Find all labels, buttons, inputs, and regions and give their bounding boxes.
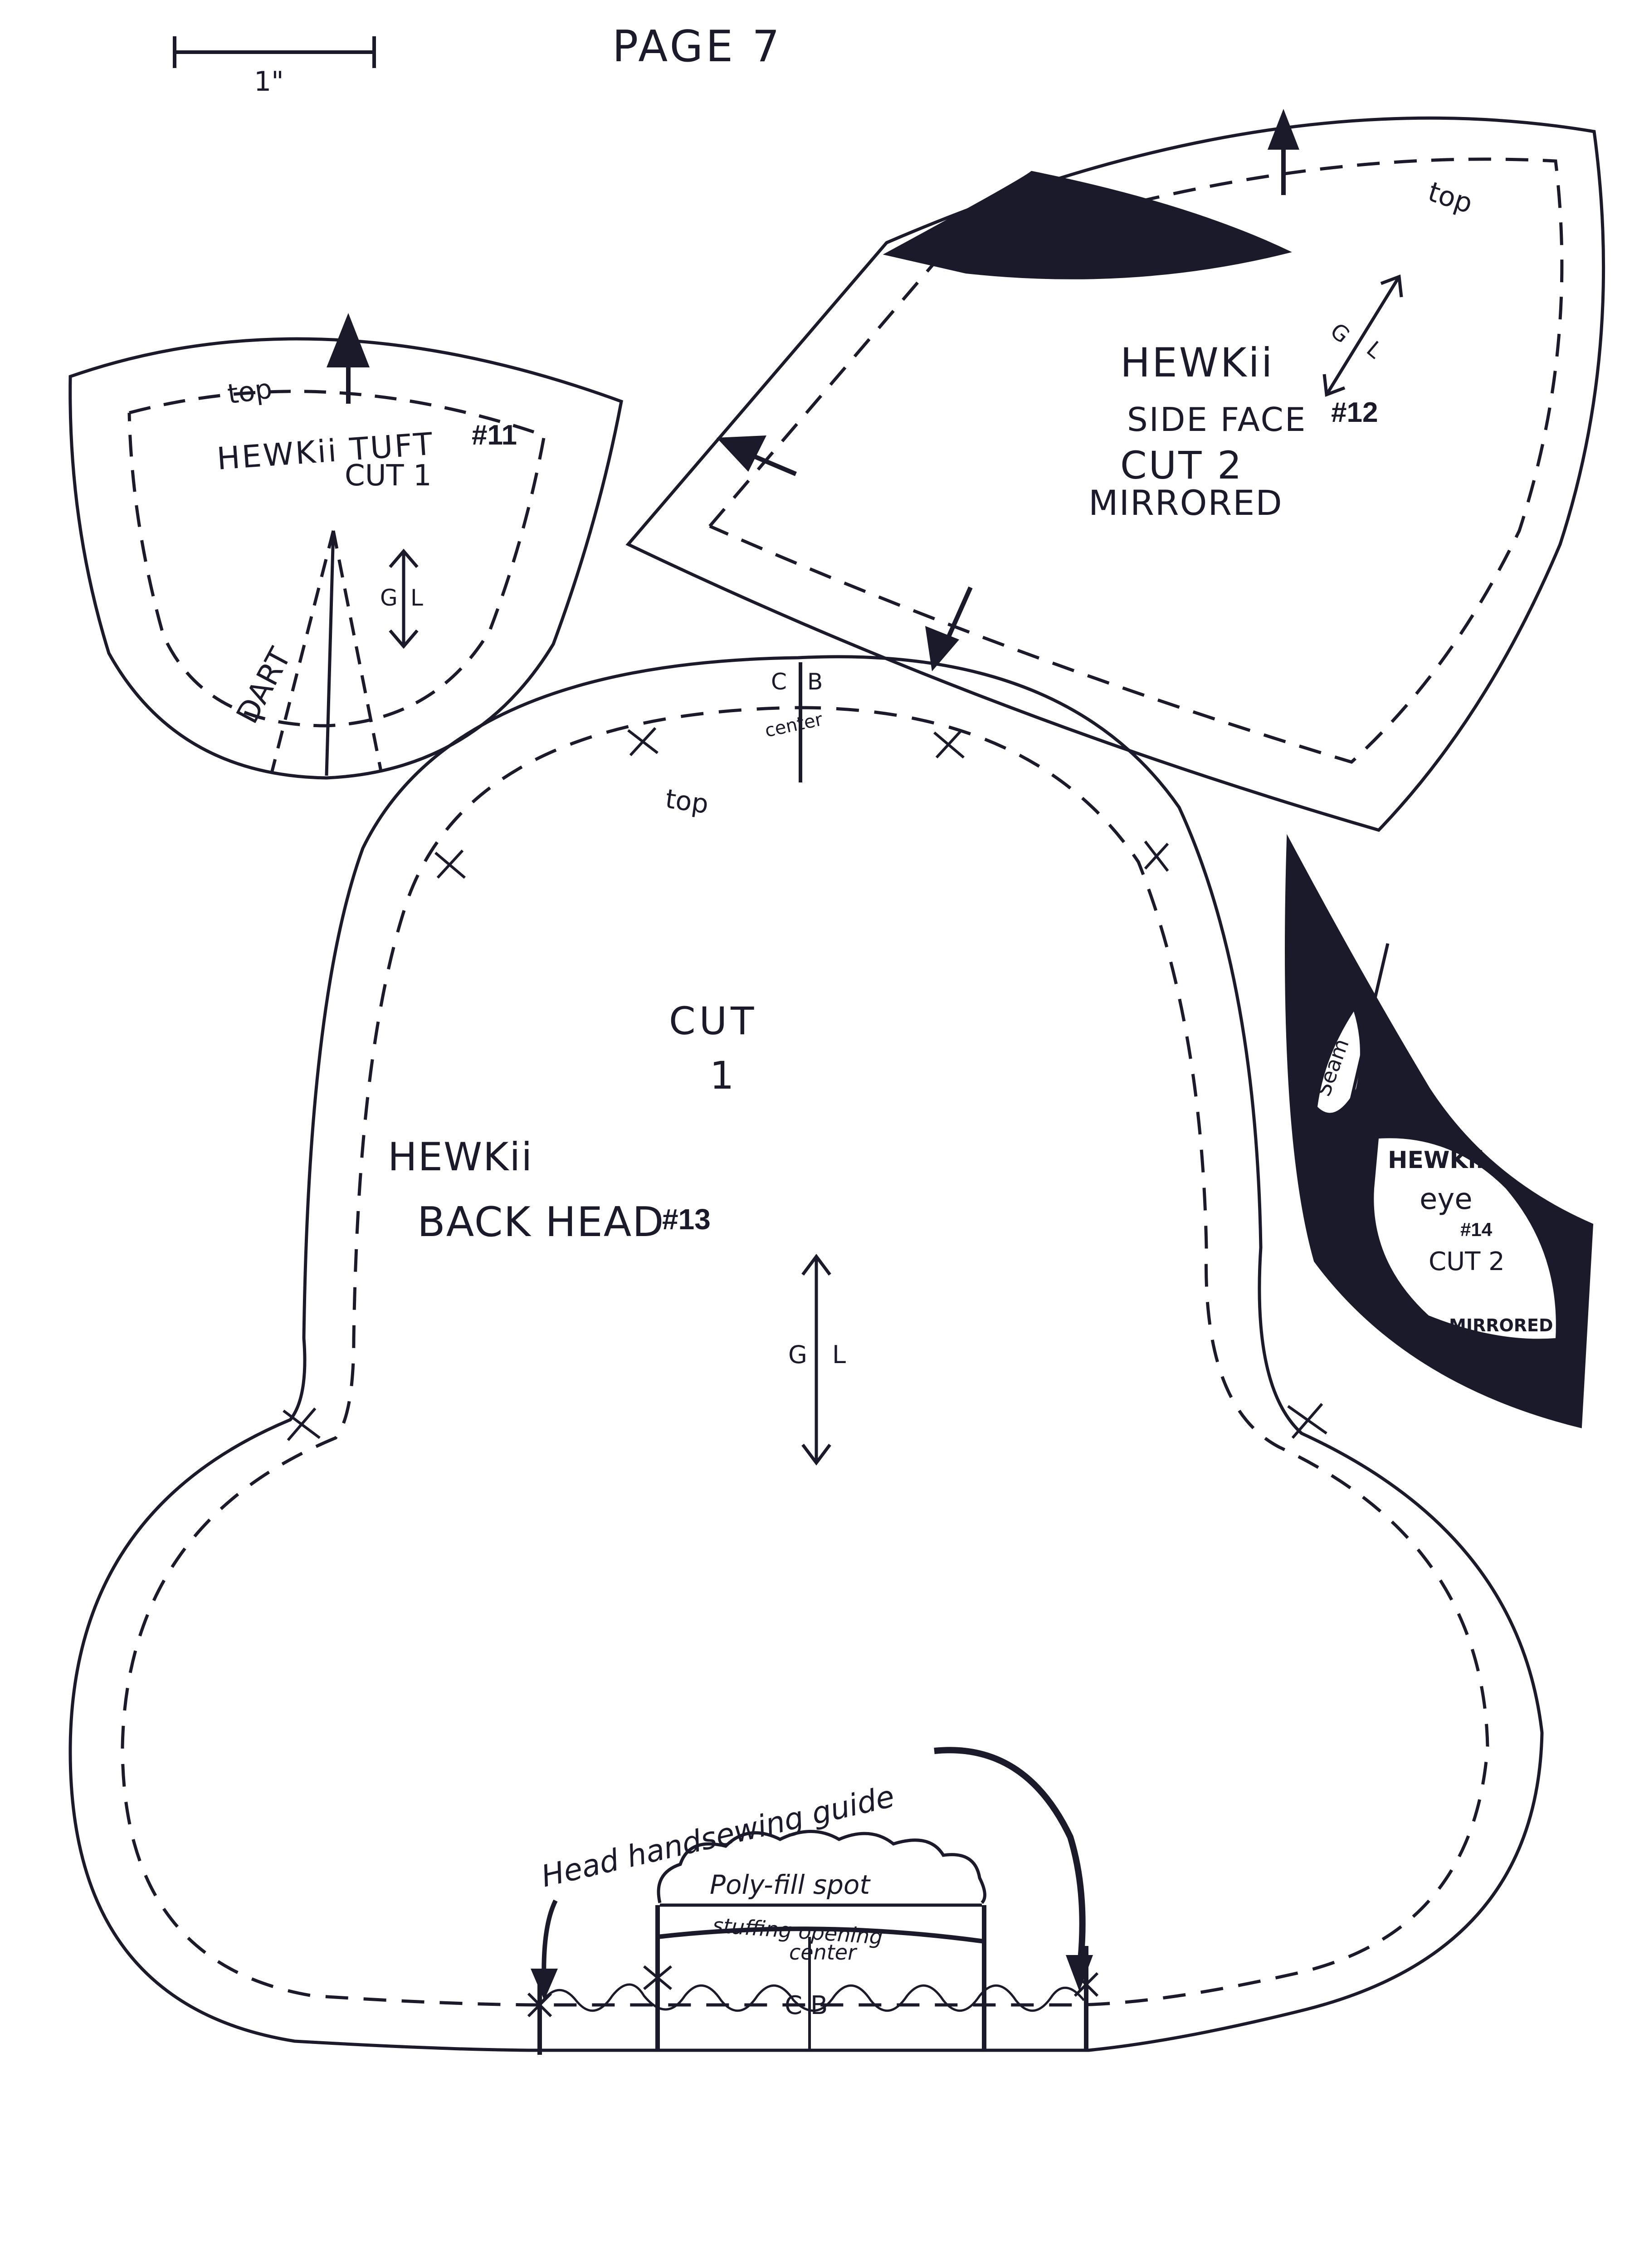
back-head-cb-c: C xyxy=(771,669,787,695)
eye-cut: CUT 2 xyxy=(1429,1247,1505,1276)
side-face-pattern-piece xyxy=(625,109,1605,832)
side-face-top-label: top xyxy=(1424,176,1476,220)
side-face-outline xyxy=(625,116,1605,832)
eye-mirrored: MIRRORED xyxy=(1449,1315,1553,1335)
tuft-dart xyxy=(270,530,383,776)
eye-number: #14 xyxy=(1460,1219,1493,1240)
guide-pointer-arrow-right xyxy=(934,1747,1086,1974)
eye-name: HEWKii xyxy=(1388,1147,1484,1174)
back-head-cb-b: B xyxy=(807,669,823,695)
tuft-grain-g: G xyxy=(380,585,398,611)
back-head-cut-count: 1 xyxy=(710,1053,734,1098)
page-label: PAGE 7 xyxy=(612,22,782,72)
scale-bar xyxy=(173,36,376,68)
stuffing-notch-marks xyxy=(527,1965,1099,2018)
back-head-subtitle: BACK HEAD xyxy=(417,1198,665,1246)
tuft-grain-l: L xyxy=(410,585,423,611)
tuft-grainline-arrow xyxy=(389,548,419,649)
side-face-cut: CUT 2 xyxy=(1120,443,1244,488)
back-head-center-label: center xyxy=(763,709,825,742)
tuft-seam-line xyxy=(127,390,546,728)
side-face-left-arrow xyxy=(717,435,797,476)
back-head-stuffing-opening xyxy=(527,1747,1099,2055)
back-head-notch-marks xyxy=(283,727,1327,1441)
side-face-grain-g: G xyxy=(1325,318,1354,348)
side-face-grain-l: L xyxy=(1361,336,1387,363)
polyfill-scallop xyxy=(657,1830,986,1904)
eye-seam-line xyxy=(1322,943,1390,1216)
back-head-name: HEWKii xyxy=(388,1134,533,1180)
tuft-top-arrow xyxy=(327,313,370,404)
eye-word: eye xyxy=(1420,1183,1473,1216)
side-face-number: #12 xyxy=(1331,397,1378,428)
eye-pattern-piece xyxy=(1285,834,1594,1428)
tuft-top-label: top xyxy=(225,373,274,411)
tuft-pattern-piece xyxy=(68,313,623,780)
side-face-seam-line xyxy=(708,157,1564,764)
back-head-outline xyxy=(68,655,1544,2052)
back-head-cut-word: CUT xyxy=(669,999,757,1043)
side-face-top-arrow xyxy=(1268,109,1299,195)
polyfill-spot-label: Poly-fill spot xyxy=(710,1869,871,1900)
side-face-subtitle: SIDE FACE xyxy=(1127,401,1307,439)
back-head-number: #13 xyxy=(662,1203,711,1236)
back-head-grain-g: G xyxy=(788,1340,807,1369)
tuft-cut: CUT 1 xyxy=(345,459,432,493)
tuft-number: #11 xyxy=(472,420,517,451)
eye-white-label-area xyxy=(1374,1138,1556,1339)
side-face-name: HEWKii xyxy=(1120,339,1274,386)
side-face-grainline-arrow xyxy=(1322,274,1403,397)
side-face-down-arrow xyxy=(925,586,973,671)
tuft-outline xyxy=(68,337,623,780)
back-head-seam-line xyxy=(121,706,1489,2007)
back-head-grain-l: L xyxy=(832,1340,846,1369)
back-head-grainline-arrow xyxy=(801,1254,831,1466)
side-face-shaded-wedge xyxy=(883,171,1292,279)
back-head-cb-bottom: C B xyxy=(785,1991,828,2020)
back-head-top-label: top xyxy=(664,783,711,820)
eye-seam-strip xyxy=(1317,1012,1360,1113)
back-head-pattern-piece xyxy=(68,655,1544,2055)
side-face-mirrored: MIRRORED xyxy=(1088,483,1283,523)
stuffing-opening-center-label: center xyxy=(789,1940,858,1965)
stuffing-wavy-stitch xyxy=(538,1983,1085,2012)
scale-label: 1" xyxy=(254,66,284,98)
